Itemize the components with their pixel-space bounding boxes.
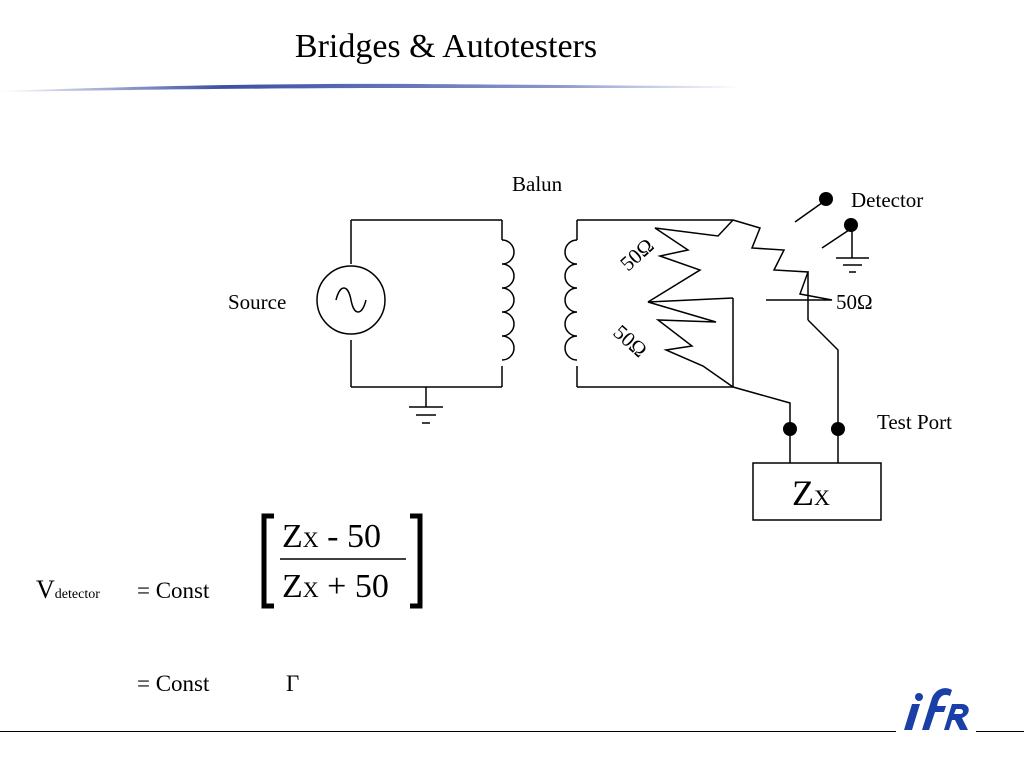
detector-ground-icon (836, 257, 869, 273)
footer-rule-left (0, 731, 896, 732)
eq1-const: = Const (137, 578, 210, 603)
balun-label: Balun (512, 172, 563, 196)
resistor-upper (647, 219, 734, 303)
dut-zx-box (752, 462, 882, 521)
ifr-logo-icon (904, 688, 969, 730)
eq2-const: = Const (137, 671, 210, 696)
detector-terminal-bottom (844, 218, 858, 232)
bridge-wire-right (732, 386, 791, 428)
balun-primary-coil (501, 239, 515, 361)
den-z: Z (282, 568, 303, 605)
den-sub: X (302, 577, 319, 602)
test-port-terminal-left (783, 422, 797, 436)
num-rest: - 50 (318, 518, 381, 555)
detector-terminal-top (819, 192, 833, 206)
resistor-right (732, 219, 833, 301)
resistor-lower (647, 301, 734, 388)
resistor-right-label: 50Ω (836, 290, 873, 314)
dut-label-main: Z (792, 473, 814, 513)
title-underline-swoosh (0, 83, 740, 92)
den-rest: + 50 (318, 568, 389, 605)
dut-label: ZX (792, 472, 830, 514)
test-port-label: Test Port (877, 410, 952, 434)
sine-wave-icon (335, 287, 367, 313)
v-detector-label: Vdetector (36, 575, 100, 605)
num-z: Z (282, 518, 303, 555)
resistor-upper-label: 50Ω (615, 233, 658, 275)
test-port-terminal-right (831, 422, 845, 436)
v-sub: detector (54, 587, 100, 602)
detector-label: Detector (851, 188, 924, 212)
gamma-symbol: Γ (286, 671, 300, 696)
v-main: V (36, 575, 55, 604)
balun-secondary-coil (564, 239, 578, 361)
dut-label-sub: X (814, 485, 830, 510)
fraction-denominator: ZX + 50 (282, 568, 389, 606)
num-sub: X (302, 527, 319, 552)
footer-rule-right (976, 731, 1024, 732)
fraction-brackets (261, 513, 423, 609)
fraction-numerator: ZX - 50 (282, 518, 381, 556)
test-port-wire (807, 319, 839, 428)
source-label: Source (228, 290, 287, 314)
slide-title: Bridges & Autotesters (294, 28, 598, 65)
detector-wire-bottom (821, 227, 853, 249)
source-ground-icon (409, 406, 443, 424)
resistor-lower-label: 50Ω (609, 320, 652, 362)
ac-source-icon (316, 265, 386, 335)
